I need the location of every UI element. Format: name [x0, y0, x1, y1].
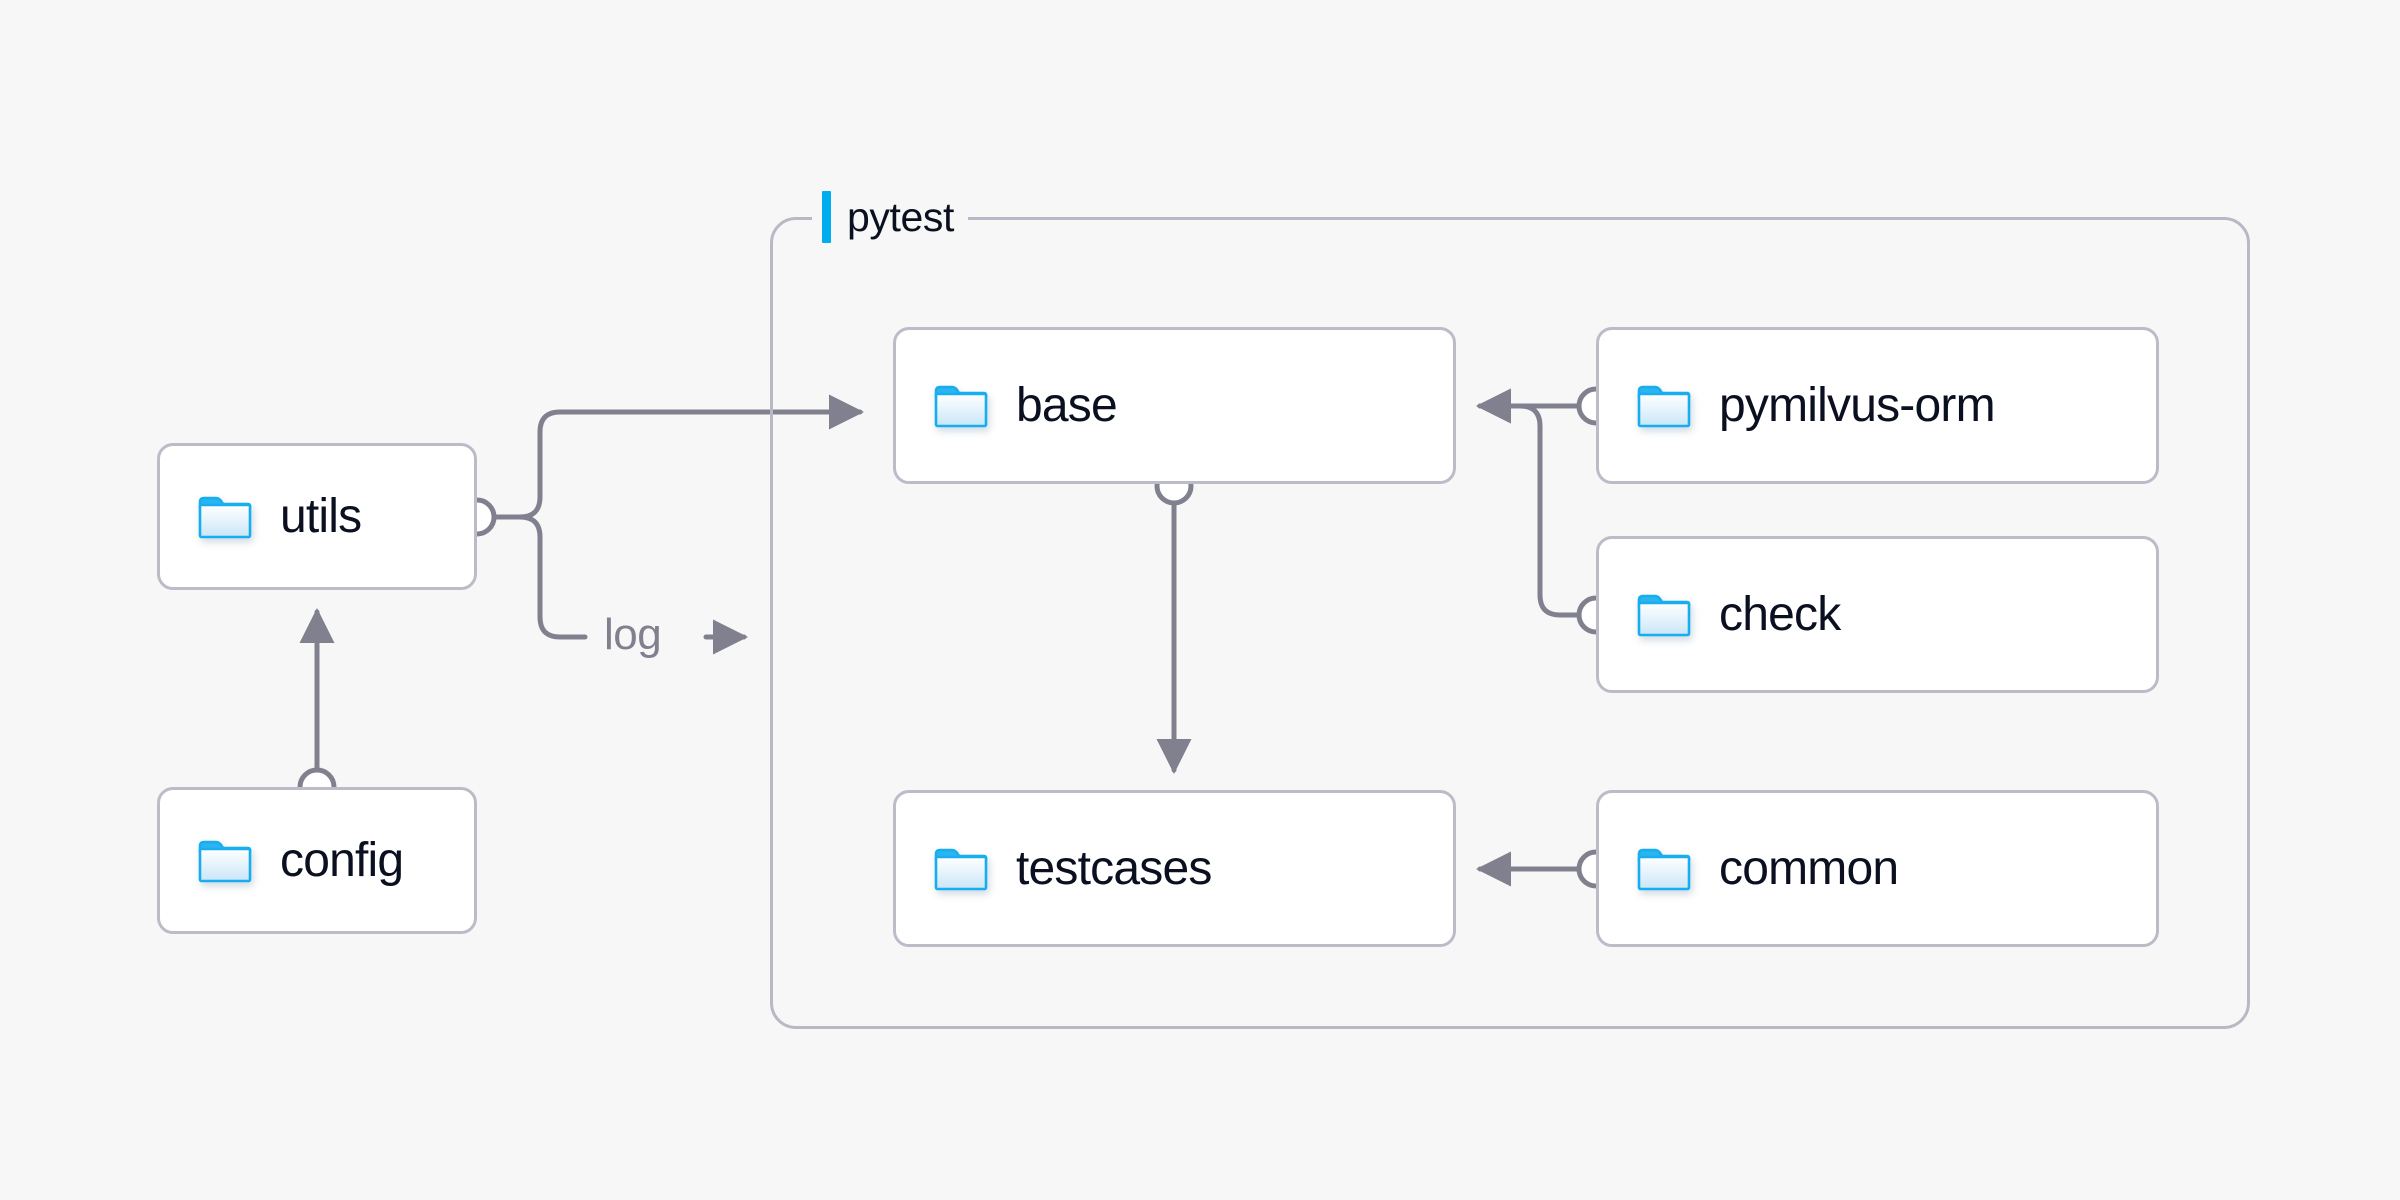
node-base[interactable]: base	[893, 327, 1456, 484]
node-label: common	[1719, 841, 1899, 895]
folder-icon	[934, 383, 988, 429]
node-common[interactable]: common	[1596, 790, 2159, 947]
group-pytest-label-text: pytest	[847, 193, 954, 240]
node-check[interactable]: check	[1596, 536, 2159, 693]
node-utils[interactable]: utils	[157, 443, 477, 590]
folder-icon	[198, 838, 252, 884]
edge-utils-to-pytest-log	[492, 514, 588, 640]
node-label: pymilvus-orm	[1719, 378, 1996, 432]
folder-icon	[1637, 846, 1691, 892]
node-label: utils	[280, 489, 362, 543]
node-label: config	[280, 833, 404, 887]
folder-icon	[934, 846, 988, 892]
node-pymilvus-orm[interactable]: pymilvus-orm	[1596, 327, 2159, 484]
node-label: base	[1016, 378, 1118, 432]
group-pytest[interactable]	[770, 217, 2250, 1029]
node-config[interactable]: config	[157, 787, 477, 934]
group-pytest-label: pytest	[812, 190, 968, 244]
group-accent-bar	[822, 191, 831, 243]
folder-icon	[198, 494, 252, 540]
node-label: testcases	[1016, 841, 1212, 895]
folder-icon	[1637, 383, 1691, 429]
node-testcases[interactable]: testcases	[893, 790, 1456, 947]
node-label: check	[1719, 587, 1841, 641]
edge-label-log: log	[604, 610, 662, 659]
folder-icon	[1637, 592, 1691, 638]
